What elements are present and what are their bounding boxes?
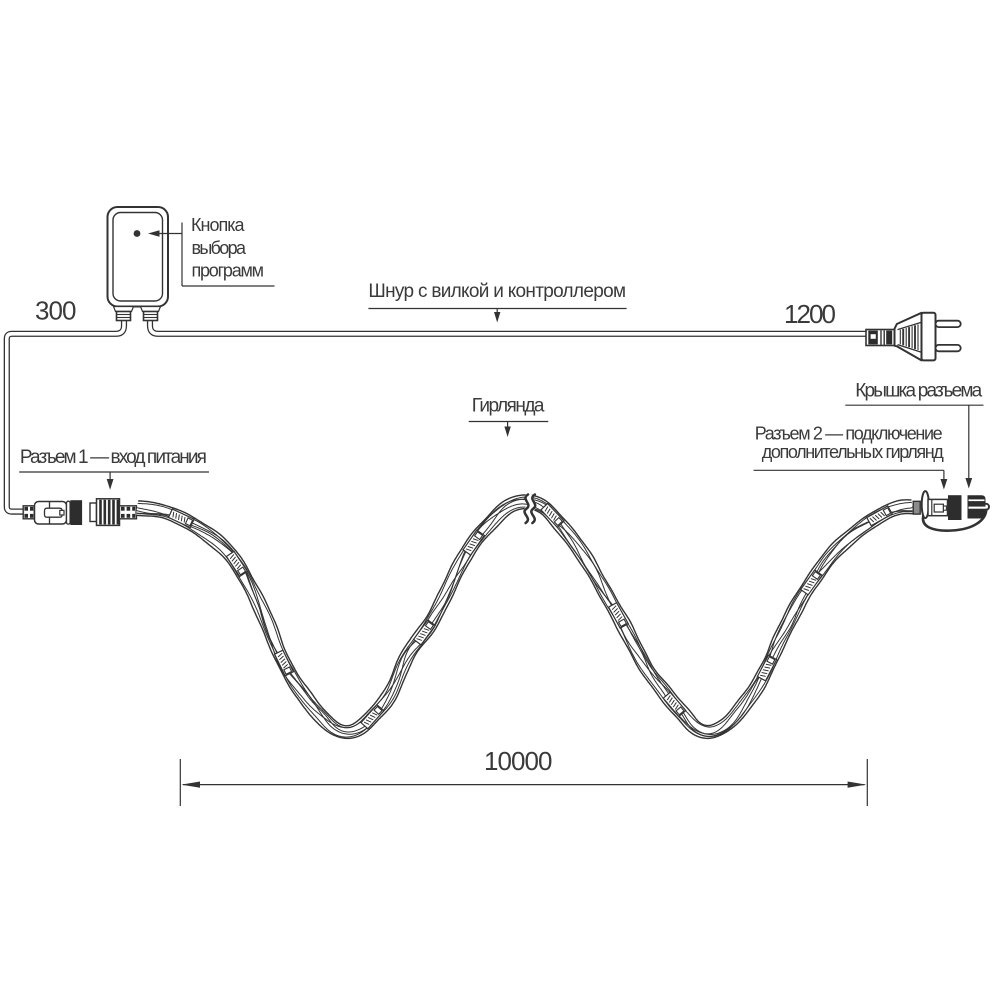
svg-text:Разъем 2 — подключение: Разъем 2 — подключение	[755, 424, 943, 444]
svg-text:1200: 1200	[784, 299, 836, 329]
svg-text:программ: программ	[192, 260, 265, 280]
svg-text:Разъем 1 — вход питания: Разъем 1 — вход питания	[20, 447, 207, 468]
svg-text:Шнур с вилкой и контроллером: Шнур с вилкой и контроллером	[368, 281, 626, 302]
svg-text:дополнительных гирлянд: дополнительных гирлянд	[762, 442, 944, 462]
svg-text:Кнопка: Кнопка	[191, 215, 245, 235]
svg-text:выбора: выбора	[192, 238, 247, 258]
svg-text:Гирлянда: Гирлянда	[472, 395, 545, 416]
svg-text:300: 300	[35, 295, 77, 325]
svg-text:10000: 10000	[484, 746, 553, 776]
svg-text:Крышка разъема: Крышка разъема	[855, 381, 982, 402]
